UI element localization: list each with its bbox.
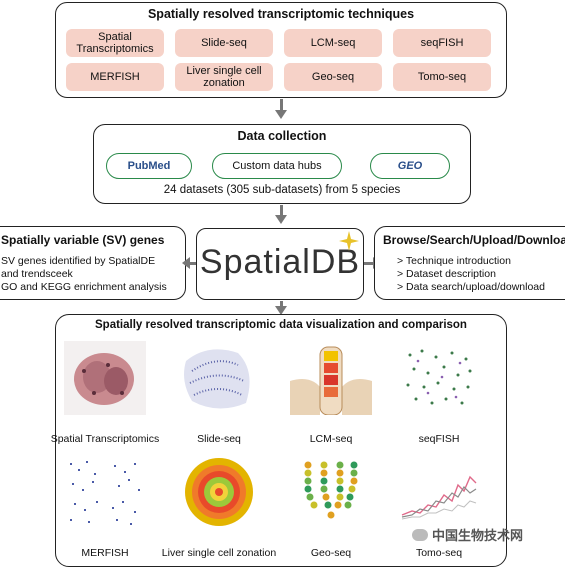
sv-genes-line-1: SV genes identified by SpatialDE [1,255,156,267]
left-connector-arrow [186,262,196,265]
data-collection-summary: 24 datasets (305 sub-datasets) from 5 sp… [163,184,401,196]
pubmed-logo-text: PubMed [127,160,171,172]
geo-logo-text: GEO [397,160,423,172]
browse-title: Browse/Search/Upload/Download [383,233,565,247]
caption-slide-seq: Slide-seq [197,433,241,445]
caption-liver-zonation: Liver single cell zonation [161,547,277,559]
watermark: 中国生物技术网 [412,525,523,544]
technique-chip-lcm-seq: LCM-seq [284,29,382,57]
flow-arrow-shaft [280,301,283,308]
flow-arrow-head [275,215,287,224]
caption-spatial-transcriptomics: Spatial Transcriptomics [50,433,160,445]
pubmed-logo: PubMed [106,153,192,179]
custom-data-hubs: Custom data hubs [212,153,342,179]
sv-genes-title: Spatially variable (SV) genes [1,233,165,247]
watermark-text: 中国生物技术网 [432,529,524,544]
technique-chip-geo-seq: Geo-seq [284,63,382,91]
lcm-seq-thumbnail [290,341,372,415]
geo-logo: GEO [370,153,450,179]
spatialdb-logo: SpatialDB [199,243,361,281]
liver-zonation-thumbnail [178,455,260,529]
geo-seq-thumbnail [290,455,372,529]
browse-item-1: > Technique introduction [397,255,511,267]
technique-chip-merfish: MERFISH [66,63,164,91]
sparkle-icon [339,231,359,251]
caption-tomo-seq: Tomo-seq [415,547,463,559]
slide-seq-thumbnail [178,341,260,415]
spatialdb-logo-panel: SpatialDB [196,228,364,300]
techniques-title: Spatially resolved transcriptomic techni… [147,7,415,21]
data-collection-panel: Data collection PubMed Custom data hubs … [93,124,471,204]
left-connector-arrow-head [182,257,190,269]
sv-genes-panel: Spatially variable (SV) genes SV genes i… [0,226,186,300]
flow-arrow-shaft [280,99,283,112]
technique-chip-liver-zonation: Liver single cell zonation [175,63,273,91]
caption-geo-seq: Geo-seq [310,547,352,559]
techniques-panel: Spatially resolved transcriptomic techni… [55,2,507,98]
wechat-icon [412,528,428,541]
right-connector-arrow [364,262,374,265]
sv-genes-line-2: and trendsceek [1,268,73,280]
flow-arrow-head [275,110,287,119]
caption-lcm-seq: LCM-seq [309,433,353,445]
spatial-transcriptomics-thumbnail [64,341,146,415]
seqfish-thumbnail [398,341,480,415]
technique-chip-tomo-seq: Tomo-seq [393,63,491,91]
tomo-seq-thumbnail [398,455,480,529]
data-collection-title: Data collection [237,129,327,143]
caption-seqfish: seqFISH [418,433,460,445]
technique-chip-seqfish: seqFISH [393,29,491,57]
flow-arrow-shaft [280,205,283,217]
visualization-title: Spatially resolved transcriptomic data v… [95,319,467,331]
browse-item-2: > Dataset description [397,268,496,280]
flow-arrow-head [275,306,287,315]
sv-genes-line-3: GO and KEGG enrichment analysis [1,281,167,293]
merfish-thumbnail [64,455,146,529]
browse-item-3: > Data search/upload/download [397,281,545,293]
technique-chip-spatial-transcriptomics: Spatial Transcriptomics [66,29,164,57]
visualization-panel: Spatially resolved transcriptomic data v… [51,314,507,567]
caption-merfish: MERFISH [81,547,129,559]
technique-chip-slide-seq: Slide-seq [175,29,273,57]
browse-panel: Browse/Search/Upload/Download > Techniqu… [374,226,565,300]
